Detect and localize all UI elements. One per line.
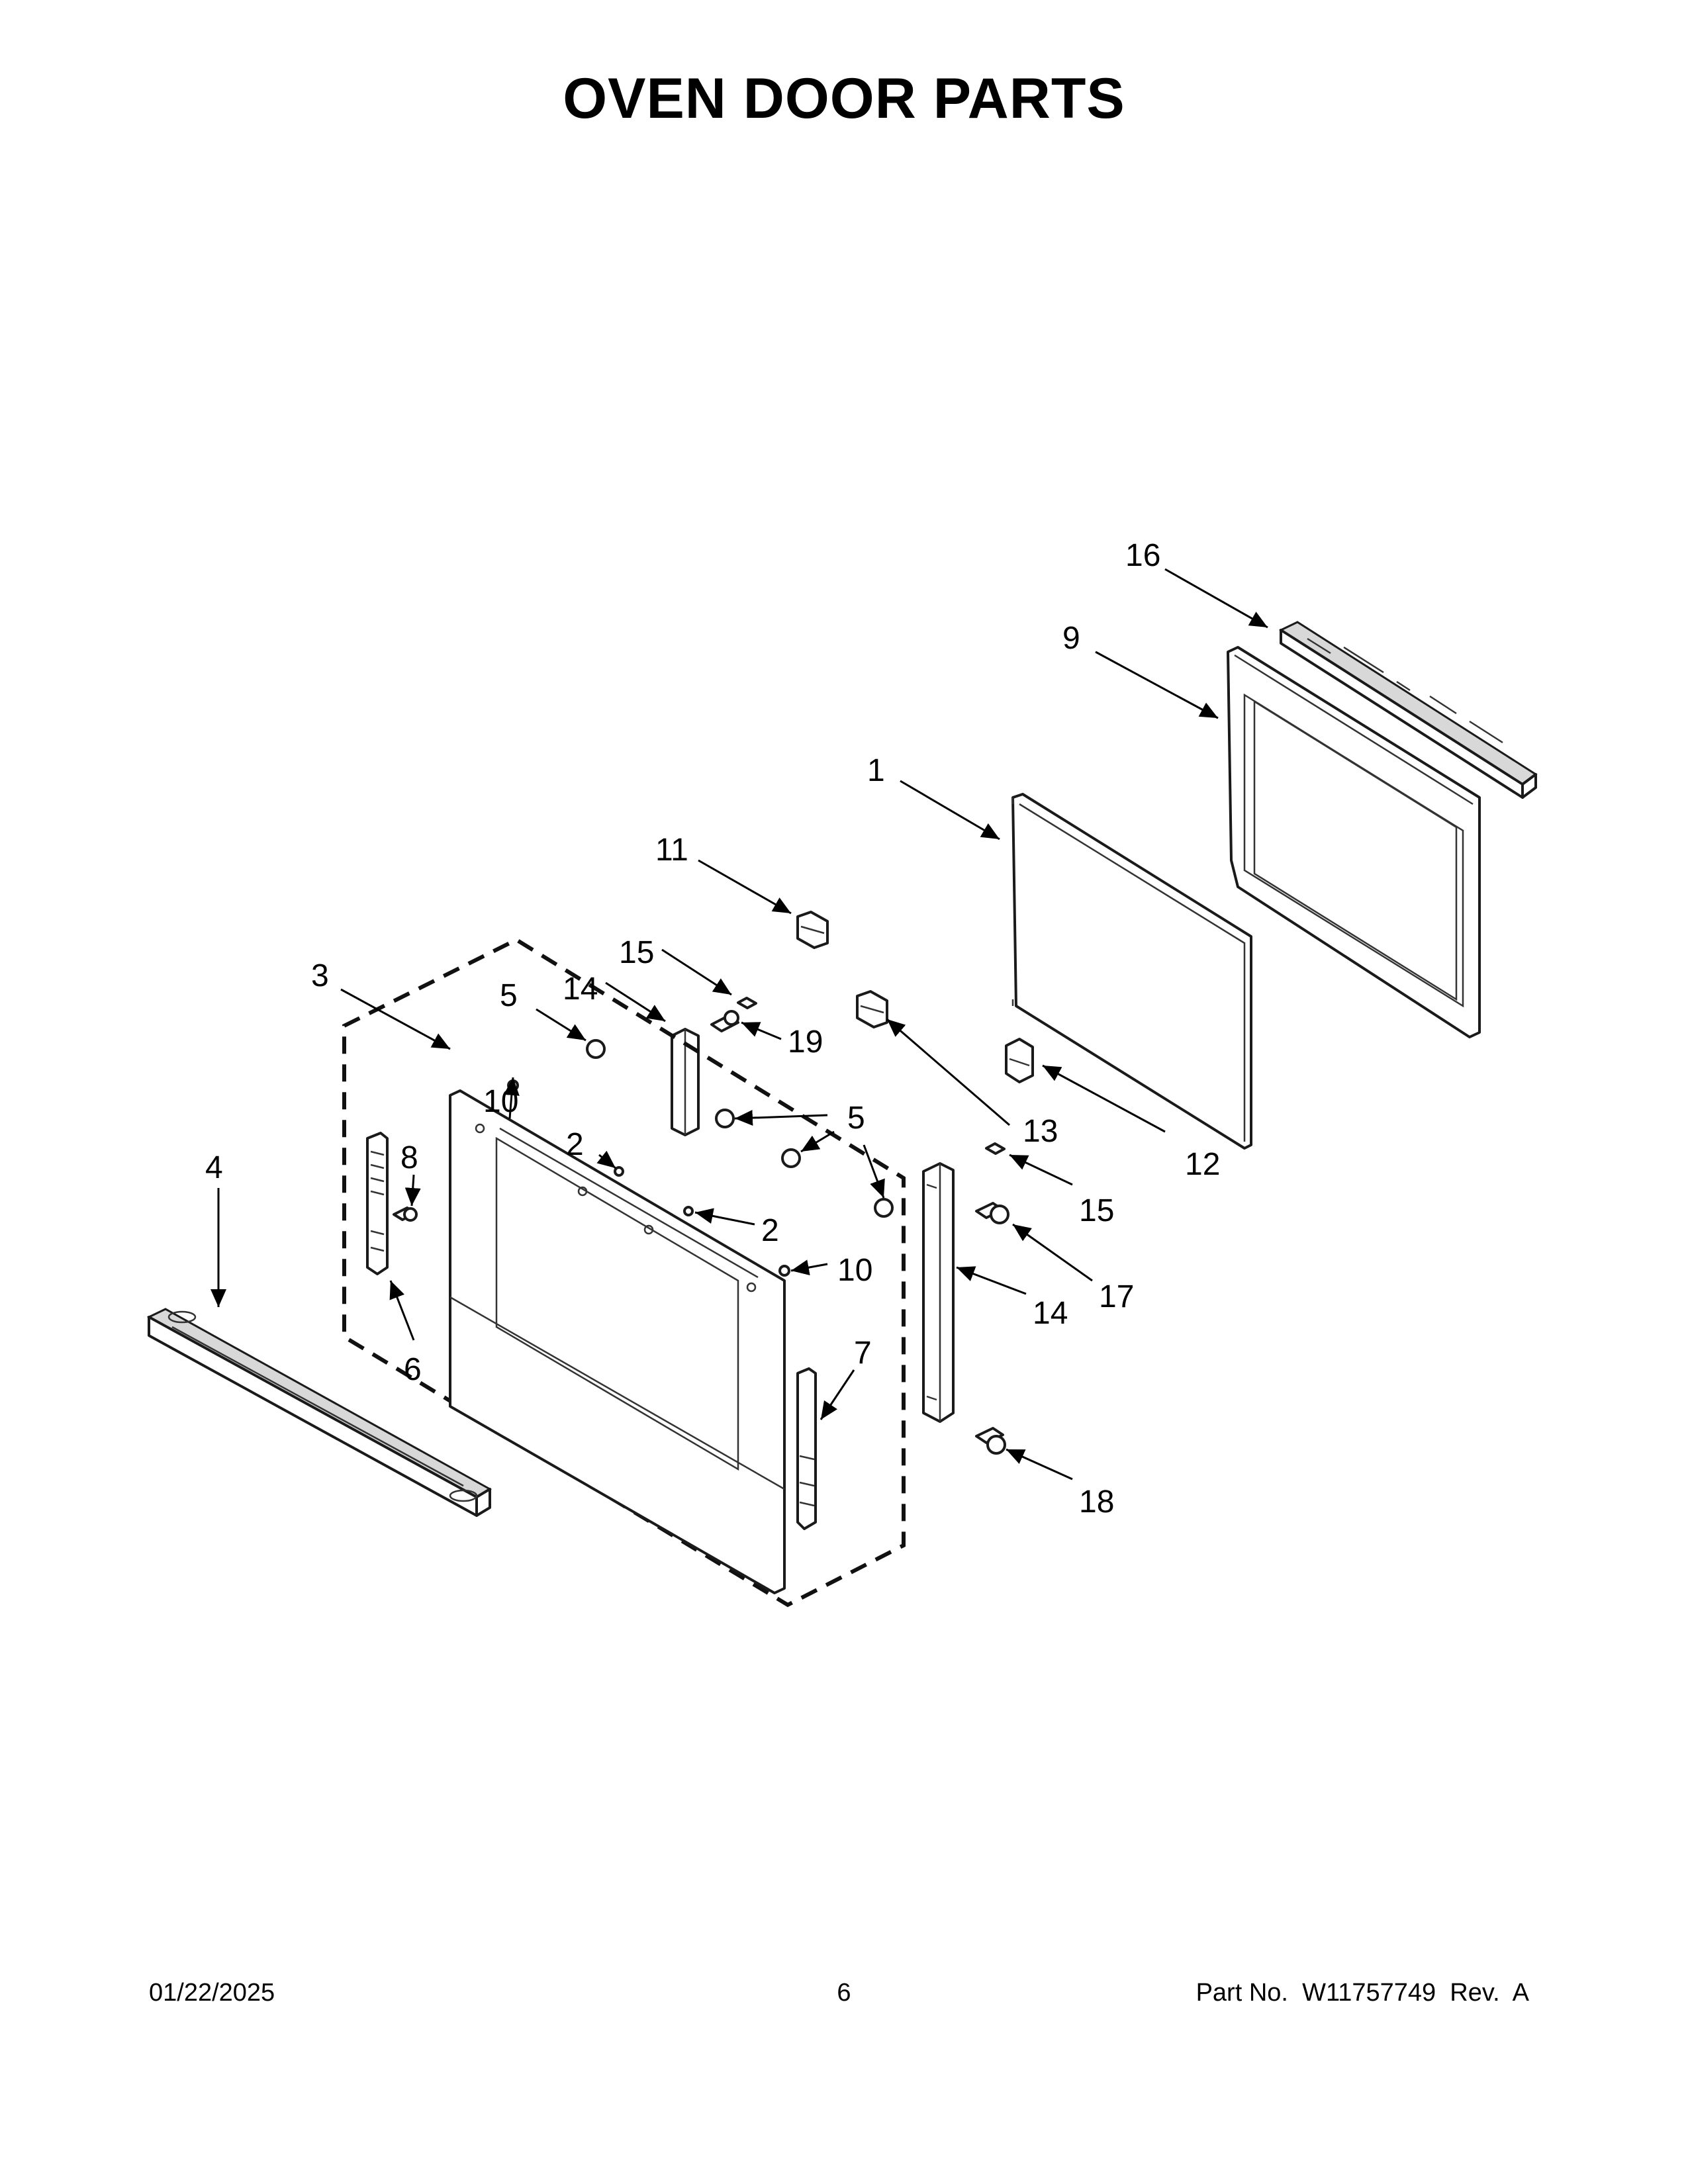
- callout-3: 3: [311, 958, 329, 993]
- callout-16: 16: [1125, 538, 1160, 573]
- outer-door-panel: [449, 1089, 786, 1594]
- part-2-screws: [614, 1166, 694, 1216]
- callout-12: 12: [1185, 1147, 1220, 1182]
- part-5-bumpers: [586, 1039, 894, 1218]
- part-8-screw: [393, 1206, 418, 1222]
- page-title: OVEN DOOR PARTS: [563, 67, 1125, 130]
- leader-lines: [211, 568, 1268, 1480]
- callout-17: 17: [1099, 1279, 1134, 1314]
- part-15-clip-lower: [985, 1142, 1006, 1155]
- part-6-left-hinge: [366, 1132, 389, 1275]
- callout-19: 19: [788, 1024, 823, 1060]
- callout-14-upper: 14: [563, 972, 598, 1007]
- part-4-bottom-trim: [146, 1308, 492, 1517]
- callout-15-upper: 15: [619, 935, 654, 970]
- callout-2-lower: 2: [761, 1213, 779, 1248]
- part-11-bracket: [796, 911, 829, 949]
- callout-8: 8: [400, 1140, 418, 1175]
- callout-9: 9: [1062, 621, 1080, 656]
- callout-4: 4: [205, 1150, 223, 1185]
- callout-7: 7: [854, 1336, 872, 1371]
- callout-labels: 16 9 1 11 15 14 5 3 19 13 12 10 2 5 8 15…: [205, 538, 1220, 1520]
- callout-5-right: 5: [847, 1101, 865, 1136]
- part-1-glass-panel: [1011, 793, 1252, 1150]
- callout-1: 1: [867, 753, 885, 788]
- part-18-screw: [975, 1427, 1006, 1455]
- callout-13: 13: [1023, 1114, 1058, 1149]
- part-15-clip-upper: [737, 997, 757, 1009]
- part-17-screw: [975, 1202, 1009, 1224]
- callout-14-lower: 14: [1033, 1296, 1068, 1331]
- part-13-bracket: [856, 990, 888, 1028]
- footer-page-number: 6: [837, 1979, 851, 2007]
- part-3-door-assembly-outline: [342, 937, 906, 1608]
- part-19-screw: [710, 1010, 739, 1032]
- callout-11: 11: [655, 833, 688, 868]
- footer-part-number: Part No. W11757749 Rev. A: [1196, 1979, 1529, 2007]
- callout-10-lower: 10: [837, 1253, 872, 1288]
- part-12-bracket: [1005, 1038, 1034, 1083]
- callout-18: 18: [1079, 1484, 1114, 1520]
- callout-6: 6: [404, 1352, 422, 1387]
- callout-5-left: 5: [500, 978, 518, 1013]
- callout-2-upper: 2: [566, 1127, 584, 1162]
- part-9-inner-door-frame: [1227, 646, 1481, 1038]
- part-14-channel-upper: [671, 1028, 700, 1136]
- footer-date: 01/22/2025: [149, 1979, 275, 2007]
- part-14-channel-lower: [922, 1162, 955, 1423]
- callout-10-upper: 10: [483, 1084, 518, 1119]
- part-16-vent-trim: [1278, 621, 1538, 799]
- part-7-right-hinge: [796, 1367, 817, 1530]
- callout-15-lower: 15: [1079, 1193, 1114, 1228]
